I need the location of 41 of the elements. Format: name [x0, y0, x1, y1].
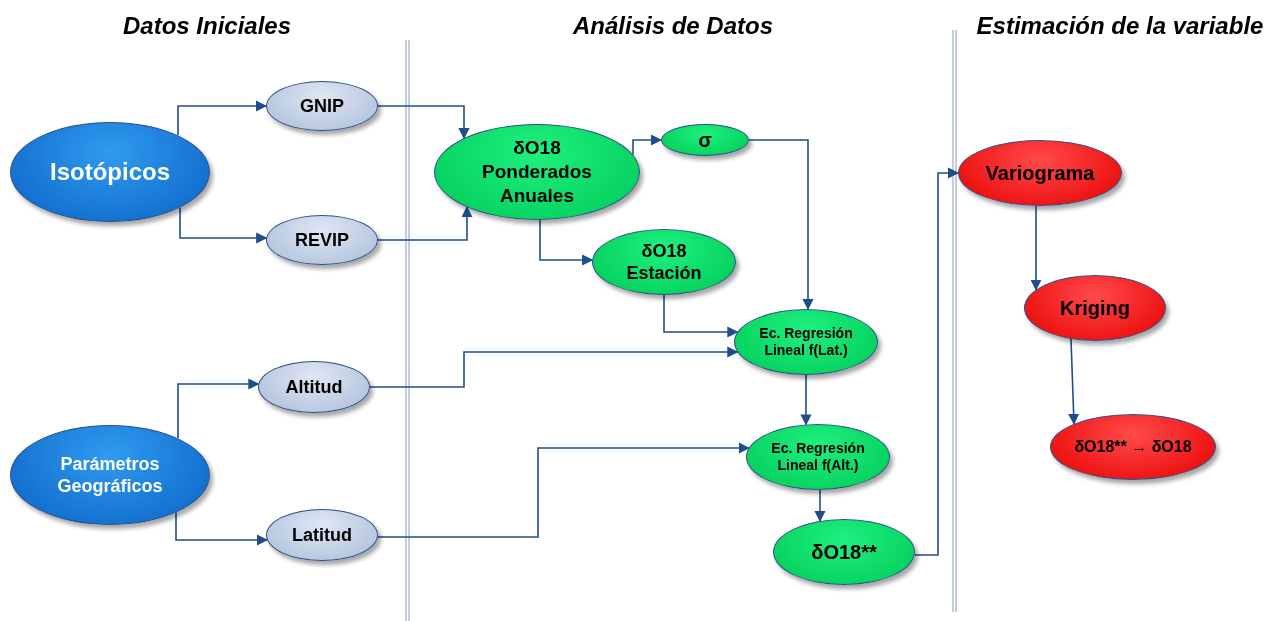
process-ellipse — [258, 361, 370, 413]
arrow — [377, 442, 750, 538]
arrow — [539, 219, 594, 266]
arrow — [632, 134, 663, 156]
arrow — [663, 294, 739, 338]
node-label: Parámetros Geográficos — [56, 452, 164, 498]
process-ellipse — [266, 509, 378, 561]
arrow — [1030, 205, 1042, 291]
column-heading: Datos Iniciales — [122, 11, 292, 41]
node-label: Latitud — [291, 523, 353, 547]
arrow — [177, 378, 260, 440]
column-heading: Análisis de Datos — [572, 11, 774, 41]
node-label: δO18 Ponderados Anuales — [481, 136, 593, 208]
node-label: GNIP — [299, 94, 345, 118]
node-label: Ec. Regresión Lineal f(Alt.) — [770, 439, 866, 475]
node-label: δO18** → δO18 — [1073, 437, 1193, 457]
arrow — [179, 206, 268, 244]
process-ellipse — [266, 215, 378, 265]
arrow — [177, 100, 268, 137]
arrow — [814, 489, 826, 523]
process-ellipse — [266, 81, 378, 131]
arrow — [800, 374, 812, 426]
node-label: Variograma — [984, 160, 1096, 186]
process-ellipse — [661, 124, 749, 156]
process-ellipse — [958, 140, 1122, 206]
arrow — [175, 511, 269, 546]
node-label: Kriging — [1059, 295, 1131, 321]
process-ellipse — [1050, 414, 1216, 480]
node-label: REVIP — [294, 228, 350, 252]
arrow — [377, 105, 470, 140]
node-label: σ — [697, 127, 713, 153]
arrow — [913, 167, 960, 556]
node-label: Ec. Regresión Lineal f(Lat.) — [758, 324, 854, 360]
node-label: Isotópicos — [49, 157, 171, 187]
node-label: δO18** — [810, 539, 878, 565]
column-heading: Estimación de la variable — [976, 11, 1264, 41]
arrow — [748, 139, 814, 311]
arrow — [377, 206, 473, 241]
node-label: δO18 Estación — [625, 239, 703, 285]
node-label: Altitud — [284, 375, 344, 399]
arrow — [369, 346, 739, 388]
